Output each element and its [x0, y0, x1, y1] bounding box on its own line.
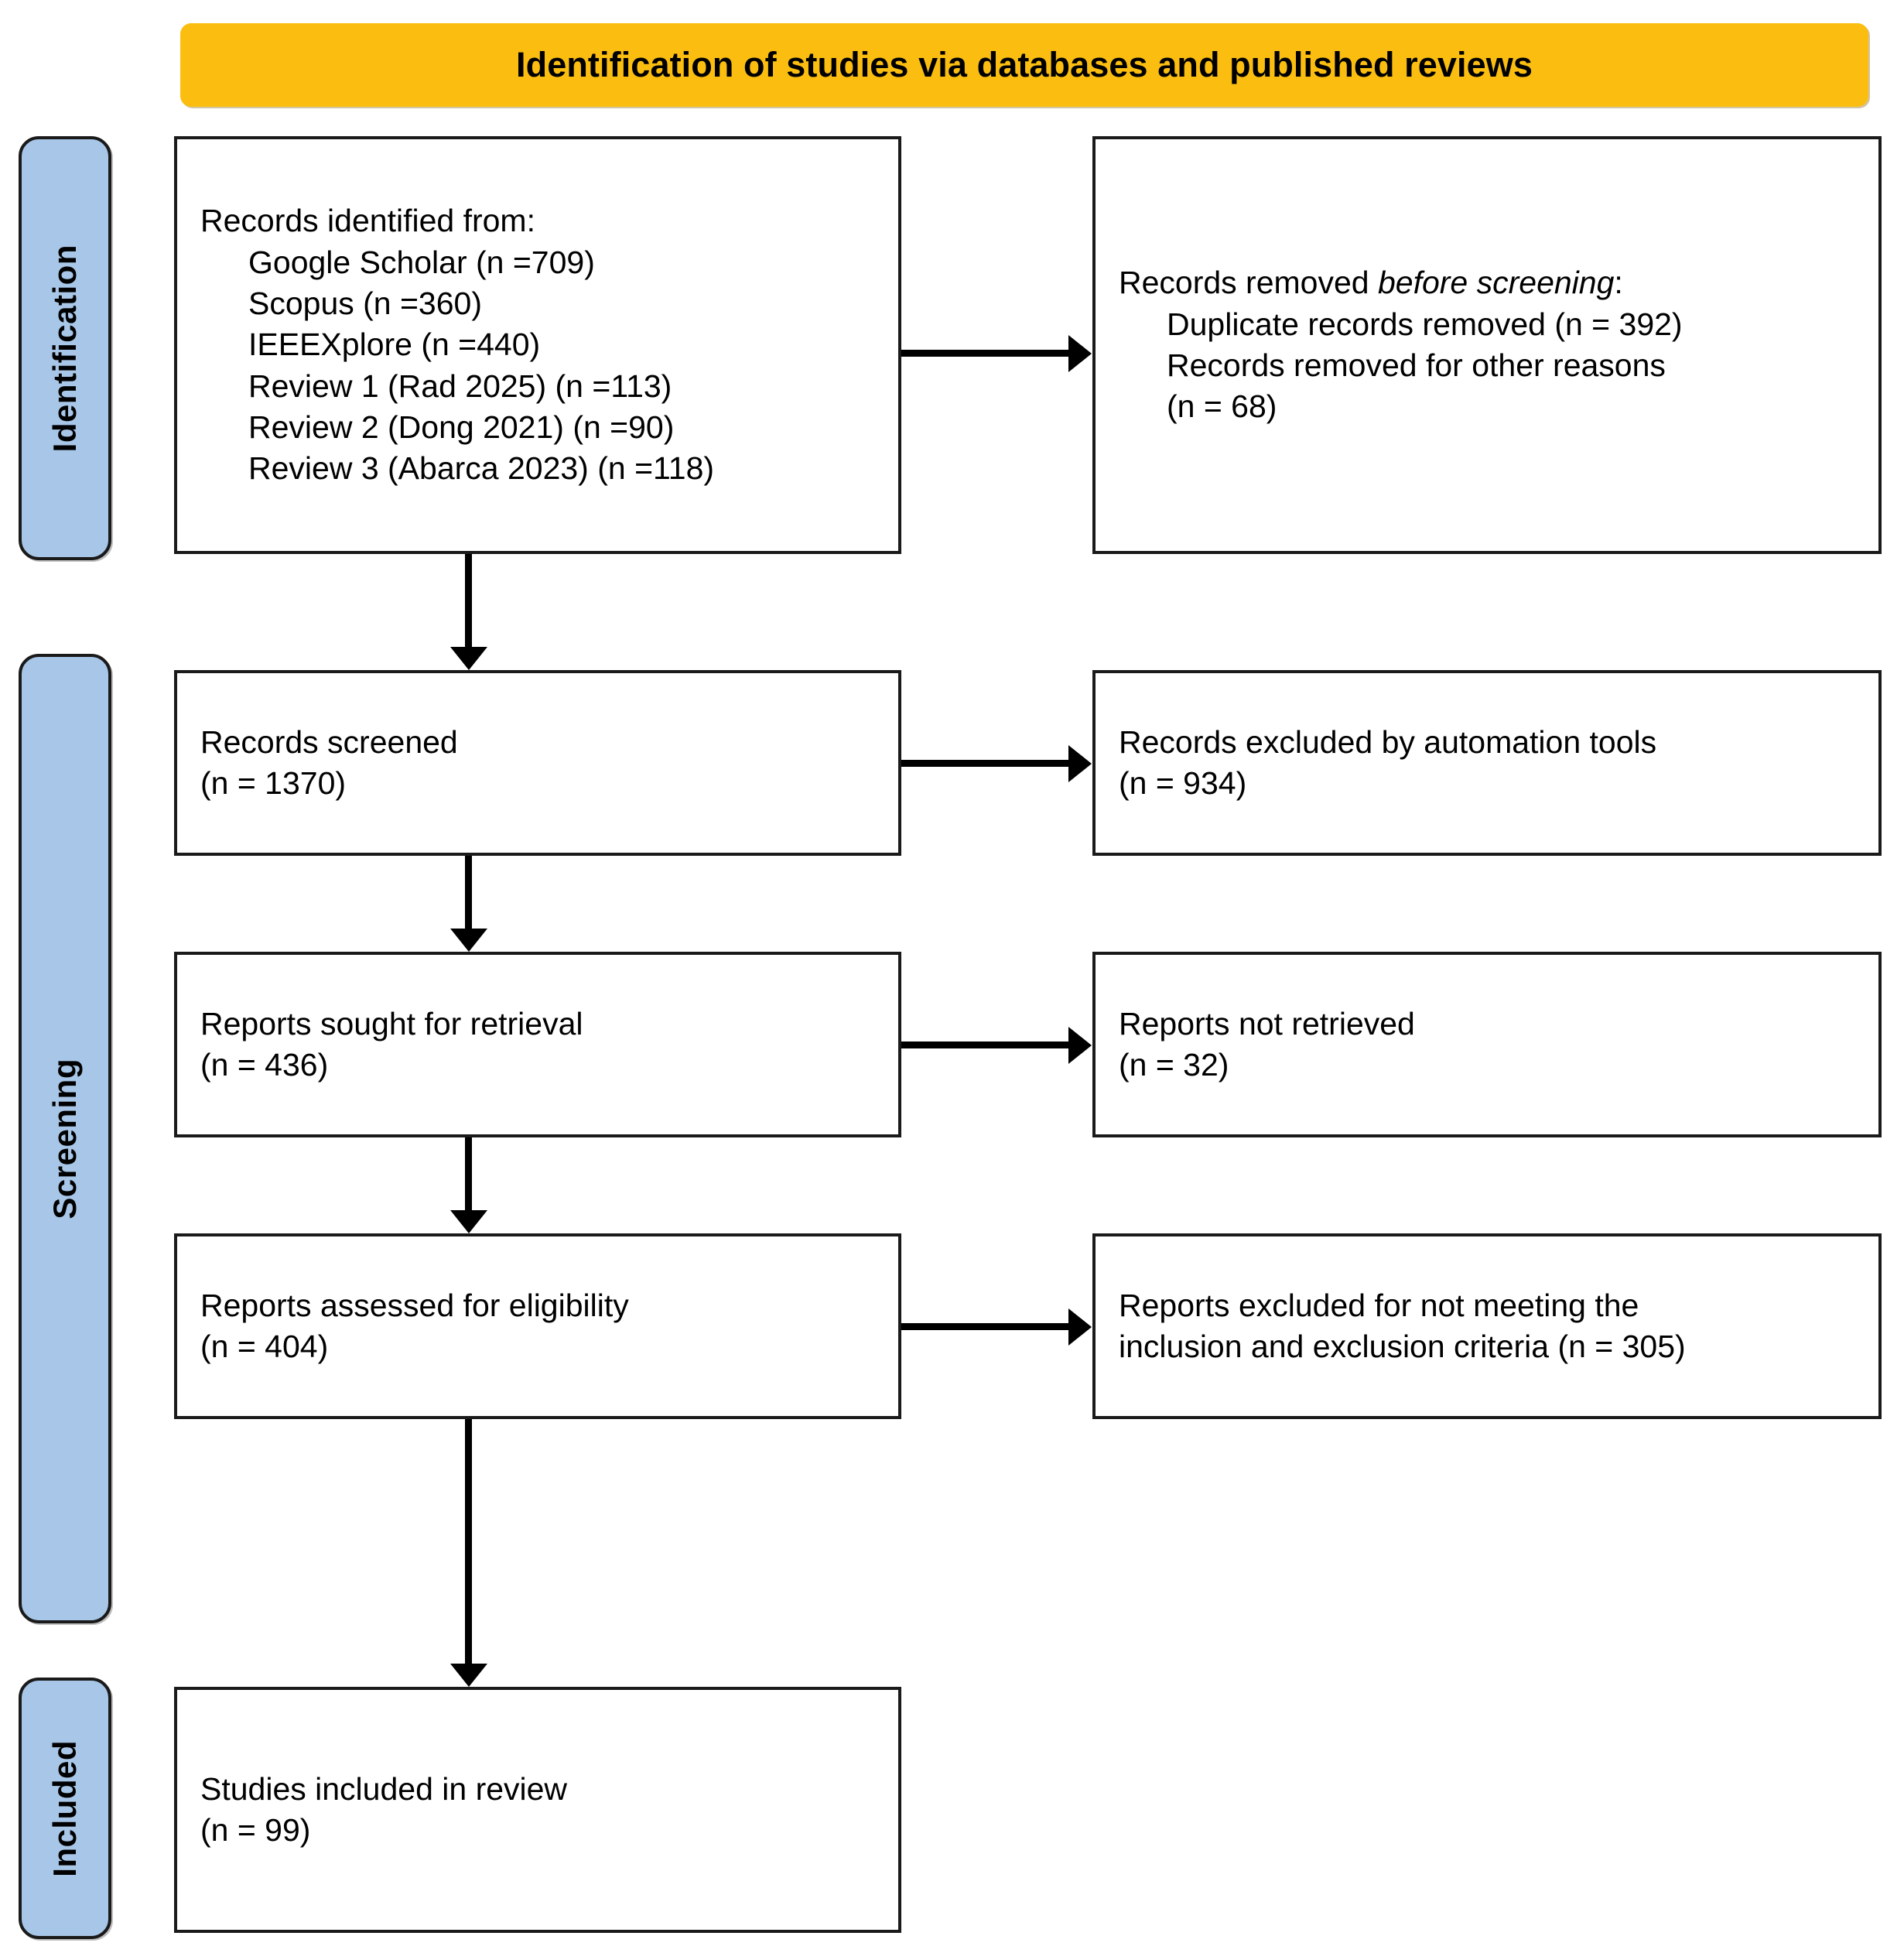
header-banner: Identification of studies via databases …: [180, 23, 1868, 107]
records-removed-title-tail: :: [1614, 265, 1623, 301]
records-screened-label: Records screened: [200, 723, 458, 760]
reports-excluded-criteria-line1: Reports excluded for not meeting the: [1119, 1287, 1639, 1323]
source-review-1: Review 1 (Rad 2025) (n =113): [248, 368, 672, 404]
box-reports-sought: Reports sought for retrieval (n = 436): [174, 952, 901, 1137]
records-excluded-automation-label: Records excluded by automation tools: [1119, 723, 1657, 760]
stage-label-screening: Screening: [46, 1058, 83, 1219]
arrow-sought-to-not-retrieved: [901, 1041, 1070, 1048]
box-records-removed: Records removed before screening: Duplic…: [1092, 136, 1882, 554]
source-scopus: Scopus (n =360): [248, 286, 482, 322]
records-removed-other-reasons: Records removed for other reasons: [1167, 347, 1666, 383]
arrow-sought-to-assessed: [465, 1137, 472, 1212]
records-screened-count: (n = 1370): [200, 765, 347, 801]
box-records-screened: Records screened (n = 1370): [174, 670, 901, 856]
stage-label-included: Included: [46, 1739, 83, 1877]
arrow-identified-to-screened: [465, 554, 472, 648]
reports-sought-label: Reports sought for retrieval: [200, 1005, 583, 1041]
records-removed-title: Records removed before screening:: [1119, 262, 1855, 303]
records-removed-other-count: (n = 68): [1167, 388, 1277, 425]
source-review-3: Review 3 (Abarca 2023) (n =118): [248, 450, 715, 487]
arrow-screened-to-excluded-automation: [901, 760, 1070, 767]
source-google-scholar: Google Scholar (n =709): [248, 244, 595, 280]
stage-bar-identification: Identification: [19, 136, 111, 560]
records-excluded-automation-count: (n = 934): [1119, 765, 1247, 801]
reports-excluded-criteria-line2: inclusion and exclusion criteria (n = 30…: [1119, 1329, 1686, 1364]
arrow-identified-to-removed: [901, 350, 1070, 357]
reports-assessed-count: (n = 404): [200, 1329, 329, 1364]
studies-included-count: (n = 99): [200, 1812, 311, 1848]
arrow-assessed-to-excluded-criteria: [901, 1323, 1070, 1330]
box-reports-excluded-criteria: Reports excluded for not meeting the inc…: [1092, 1233, 1882, 1419]
source-ieeexplore: IEEEXplore (n =440): [248, 327, 541, 363]
reports-not-retrieved-label: Reports not retrieved: [1119, 1005, 1415, 1041]
records-removed-title-emphasis: before screening: [1377, 265, 1615, 301]
studies-included-label: Studies included in review: [200, 1770, 568, 1807]
reports-not-retrieved-count: (n = 32): [1119, 1047, 1229, 1083]
stage-bar-screening: Screening: [19, 654, 111, 1623]
stage-label-identification: Identification: [46, 244, 83, 453]
header-banner-title: Identification of studies via databases …: [516, 45, 1533, 84]
records-identified-title: Records identified from:: [200, 203, 535, 239]
arrow-screened-to-sought: [465, 856, 472, 930]
reports-assessed-label: Reports assessed for eligibility: [200, 1287, 629, 1323]
records-removed-title-plain: Records removed: [1119, 265, 1378, 301]
reports-sought-count: (n = 436): [200, 1047, 329, 1083]
box-records-excluded-automation: Records excluded by automation tools (n …: [1092, 670, 1882, 856]
stage-bar-included: Included: [19, 1678, 111, 1939]
box-reports-assessed: Reports assessed for eligibility (n = 40…: [174, 1233, 901, 1419]
box-reports-not-retrieved: Reports not retrieved (n = 32): [1092, 952, 1882, 1137]
duplicate-records-removed: Duplicate records removed (n = 392): [1167, 306, 1683, 342]
box-records-identified: Records identified from: Google Scholar …: [174, 136, 901, 554]
box-studies-included: Studies included in review (n = 99): [174, 1687, 901, 1933]
arrow-assessed-to-included: [465, 1419, 472, 1665]
source-review-2: Review 2 (Dong 2021) (n =90): [248, 409, 675, 445]
